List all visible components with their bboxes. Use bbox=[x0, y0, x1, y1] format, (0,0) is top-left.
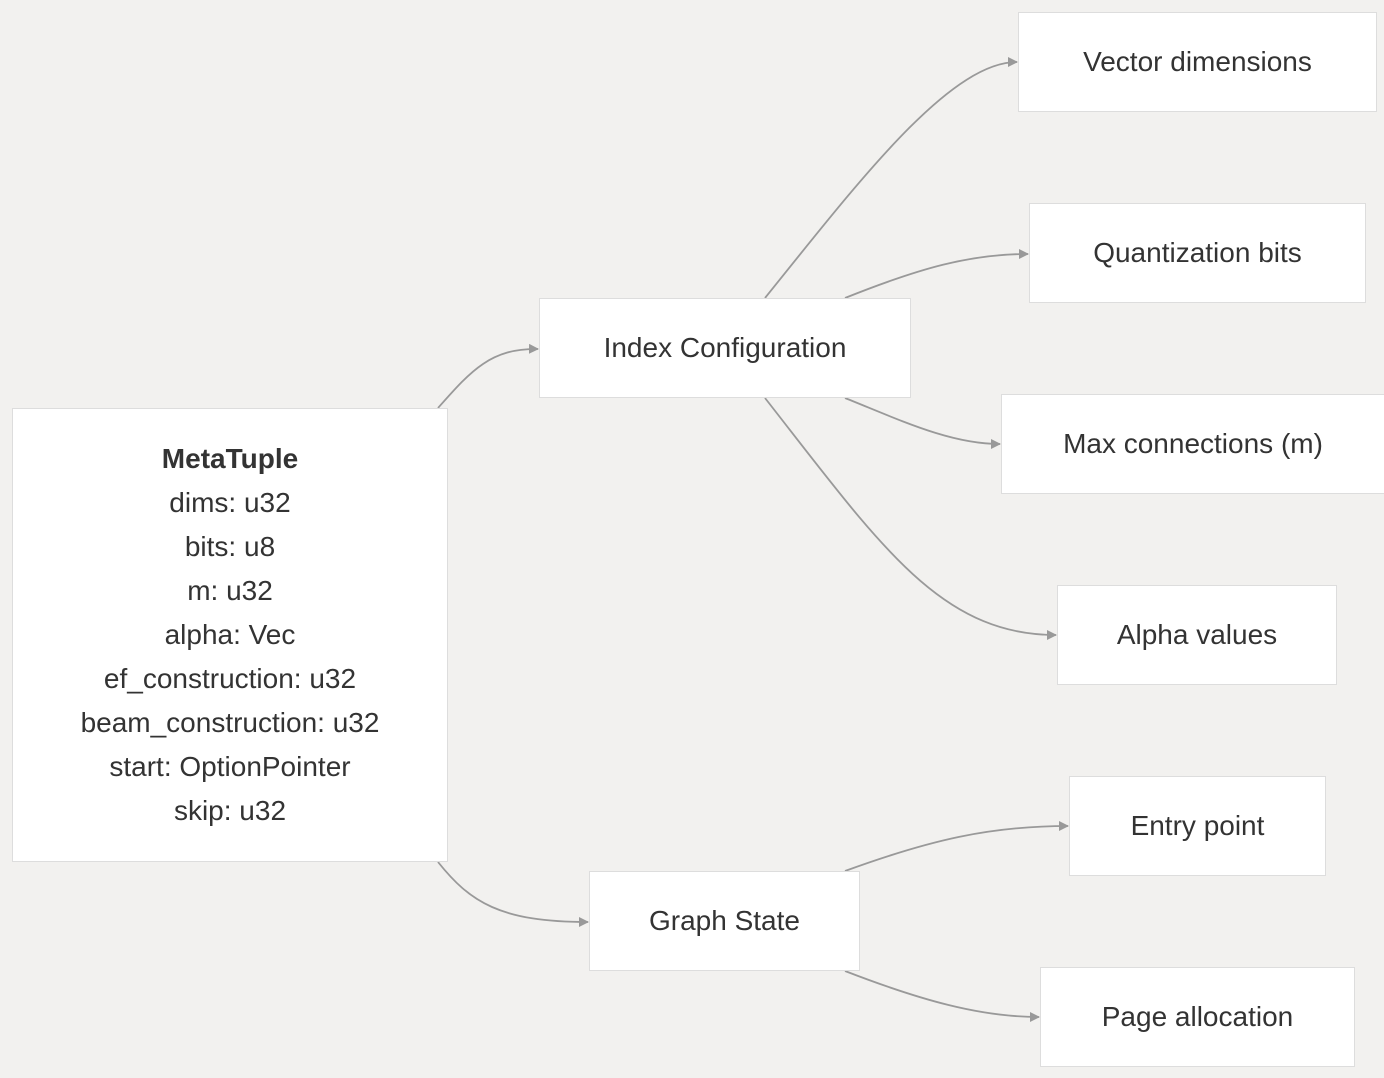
page-allocation-label: Page allocation bbox=[1101, 1001, 1294, 1032]
edge-index-configuration-to-alpha-values bbox=[764, 397, 1057, 640]
quantization-bits-node: Quantization bits bbox=[1029, 203, 1366, 303]
metatuple-title: MetaTuple bbox=[161, 443, 299, 474]
metatuple-field-beam-construction: beam_construction: u32 bbox=[80, 707, 380, 738]
metatuple-field-alpha: alpha: Vec bbox=[164, 619, 296, 650]
metatuple-field-ef-construction: ef_construction: u32 bbox=[103, 663, 357, 694]
alpha-values-label: Alpha values bbox=[1116, 619, 1278, 650]
edge-metatuple-to-index-configuration bbox=[437, 343, 539, 409]
edge-metatuple-to-graph-state bbox=[437, 861, 589, 927]
entry-point-label: Entry point bbox=[1130, 810, 1265, 841]
page-allocation-node: Page allocation bbox=[1040, 967, 1355, 1067]
index-configuration-label: Index Configuration bbox=[603, 332, 847, 363]
metatuple-field-skip: skip: u32 bbox=[173, 795, 287, 826]
graph-state-label: Graph State bbox=[649, 905, 800, 936]
metatuple-field-dims: dims: u32 bbox=[169, 487, 291, 518]
metatuple-node: MetaTuple dims: u32 bits: u8 m: u32 alph… bbox=[12, 408, 448, 862]
vector-dimensions-node: Vector dimensions bbox=[1018, 12, 1377, 112]
quantization-bits-label: Quantization bits bbox=[1093, 237, 1302, 268]
graph-state-node: Graph State bbox=[589, 871, 860, 971]
edge-index-configuration-to-max-connections bbox=[844, 397, 1001, 449]
vector-dimensions-label: Vector dimensions bbox=[1083, 46, 1312, 77]
metatuple-field-m: m: u32 bbox=[187, 575, 273, 606]
index-configuration-node: Index Configuration bbox=[539, 298, 911, 398]
entry-point-node: Entry point bbox=[1069, 776, 1326, 876]
metatuple-field-start: start: OptionPointer bbox=[109, 751, 351, 782]
edge-graph-state-to-entry-point bbox=[844, 821, 1069, 872]
edge-index-configuration-to-quantization-bits bbox=[844, 249, 1029, 299]
metatuple-field-bits: bits: u8 bbox=[184, 531, 276, 562]
edge-index-configuration-to-vector-dimensions bbox=[764, 57, 1018, 299]
alpha-values-node: Alpha values bbox=[1057, 585, 1337, 685]
edge-graph-state-to-page-allocation bbox=[844, 970, 1040, 1022]
max-connections-node: Max connections (m) bbox=[1001, 394, 1384, 494]
max-connections-label: Max connections (m) bbox=[1063, 428, 1323, 459]
